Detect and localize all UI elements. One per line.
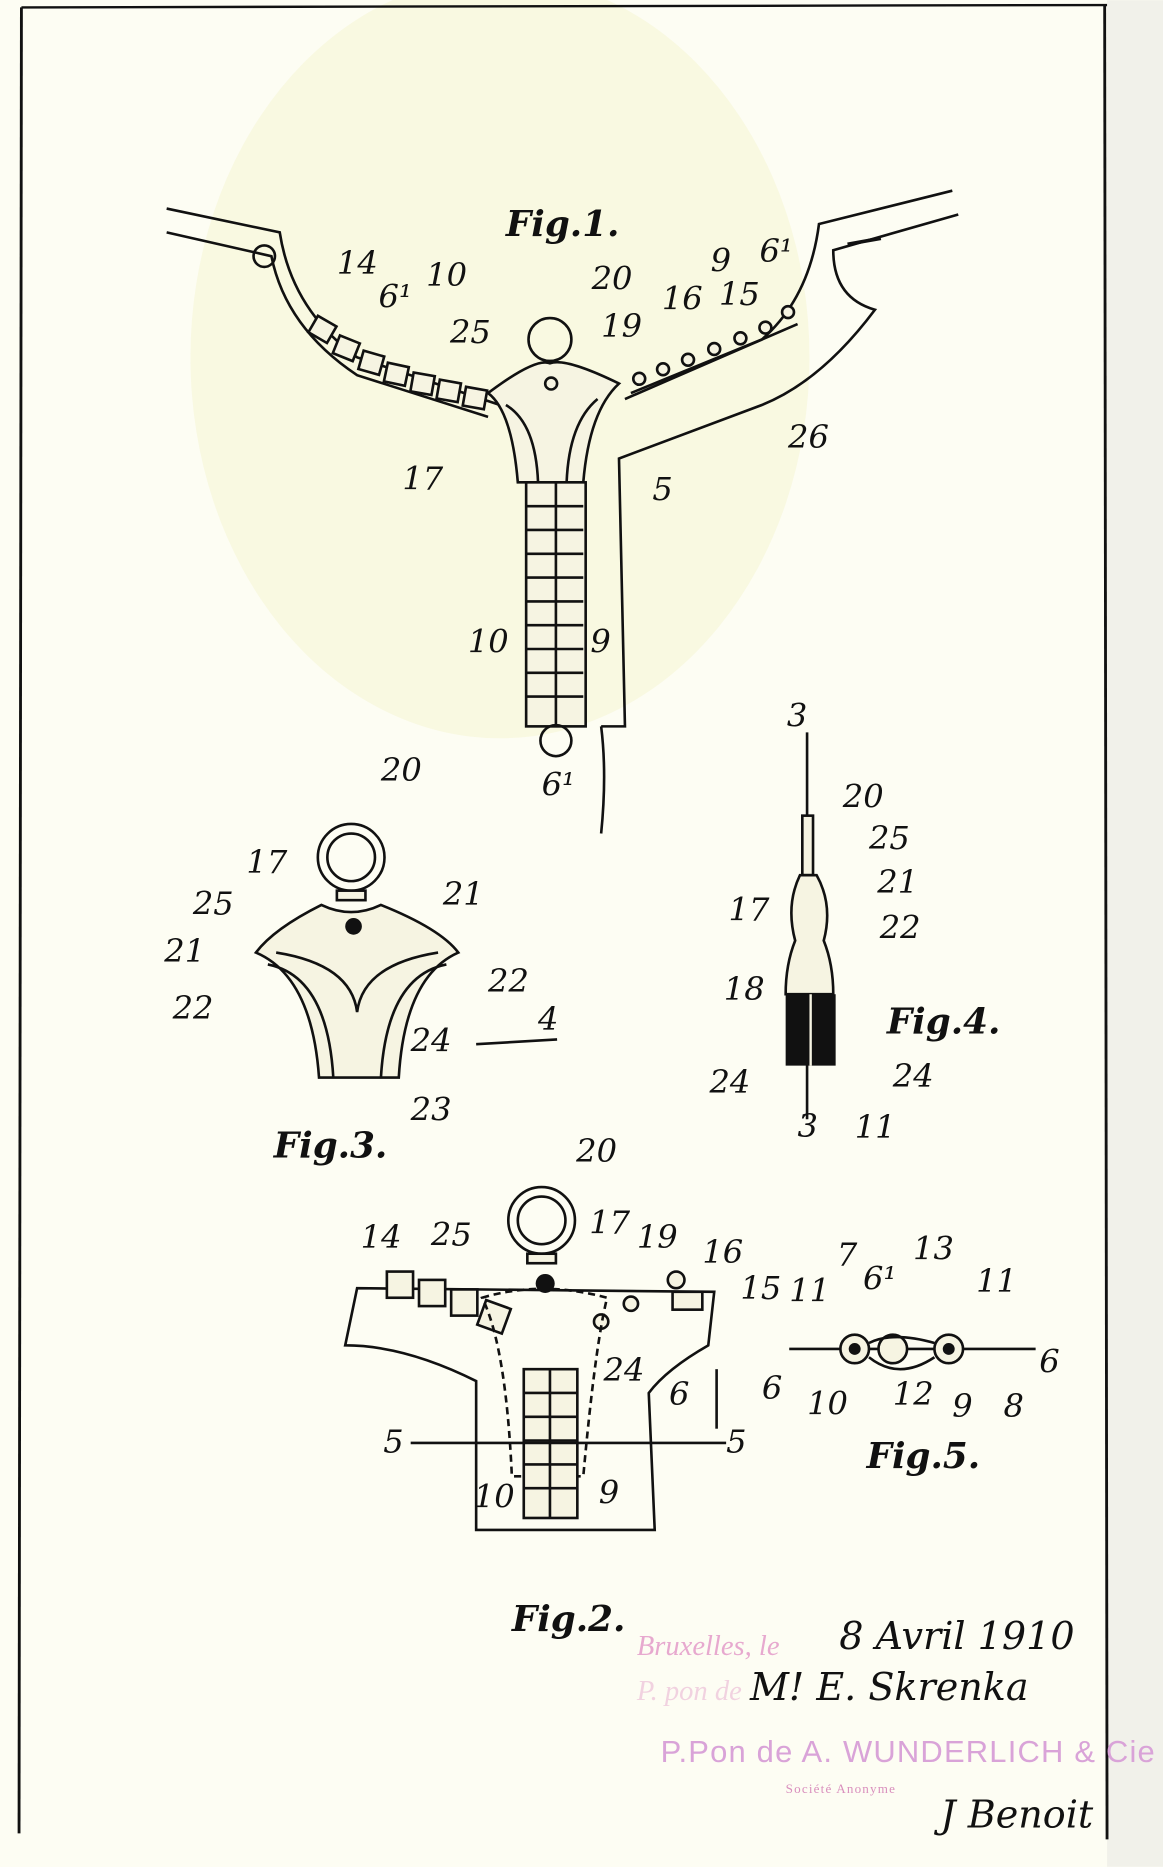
ref-label: 10	[468, 623, 509, 661]
ref-label: 6¹	[759, 232, 792, 270]
ref-label: 17	[589, 1203, 630, 1241]
fig5-reference-labels: 7 13 6¹ 11 11 6 6 10 12 9 8	[762, 1230, 1060, 1425]
ref-label: 10	[474, 1477, 515, 1515]
ref-label: 20	[591, 260, 633, 298]
ref-label: 22	[487, 962, 529, 1000]
ref-label: 19	[601, 307, 642, 345]
ref-label: 6¹	[542, 765, 575, 803]
ref-label: 17	[246, 843, 287, 881]
ref-label: 10	[426, 256, 467, 294]
ref-label: 15	[740, 1269, 781, 1307]
ref-label: 18	[724, 970, 765, 1008]
ref-label: 24	[603, 1351, 645, 1389]
ref-label: 24	[892, 1057, 934, 1095]
fig1-title: Fig.1.	[505, 203, 620, 245]
fig5-title: Fig.5.	[866, 1435, 981, 1477]
ref-label: 5	[726, 1423, 746, 1461]
ref-label: 26	[787, 418, 829, 456]
ref-label: 17	[402, 459, 443, 497]
ref-label: 24	[708, 1063, 750, 1101]
ref-label: 21	[163, 932, 205, 970]
ref-label: 6	[669, 1375, 689, 1413]
signature: J Benoit	[933, 1792, 1094, 1836]
ref-label: 20	[380, 751, 422, 789]
attestation-block: Bruxelles, le 8 Avril 1910 P. pon de M! …	[636, 1614, 1156, 1837]
ref-label: 11	[976, 1262, 1017, 1300]
ref-label: 25	[868, 819, 910, 857]
fig4-title: Fig.4.	[886, 1000, 1001, 1042]
paper-stain	[190, 0, 810, 739]
ref-label: 9	[952, 1387, 972, 1425]
applicant-handwritten: M! E. Skrenka	[749, 1665, 1029, 1709]
ref-label: 3	[798, 1107, 818, 1145]
ref-label: 20	[842, 777, 884, 815]
hook-icon	[847, 236, 882, 247]
figure-2: Fig.2. 20 14 25 17 19 16 15 24 6 5 5 10 …	[343, 1132, 782, 1640]
slider	[485, 316, 622, 484]
fig2-reference-labels: 20 14 25 17 19 16 15 24 6 5 5 10 9	[361, 1132, 782, 1515]
figure-4: Fig.4. 3 20 25 17 21 22 18 24 24 3 11	[708, 696, 1000, 1146]
ref-label: 14	[337, 244, 378, 282]
ref-label: 10	[807, 1384, 848, 1422]
ref-label: 19	[637, 1218, 678, 1256]
fig2-title: Fig.2.	[511, 1598, 626, 1640]
fastener-teeth-right	[592, 1270, 704, 1331]
ref-label: 5	[652, 470, 672, 508]
agent-stamp: P.Pon de A. WUNDERLICH & Cie	[661, 1734, 1156, 1769]
ref-label: 6	[762, 1369, 782, 1407]
ref-label: 20	[575, 1132, 617, 1170]
ref-label: 23	[410, 1090, 452, 1128]
ref-label: 14	[361, 1218, 402, 1256]
ref-label: 16	[702, 1233, 743, 1271]
right-border	[1103, 5, 1109, 1840]
figure-5: Fig.5. 7 13 6¹ 11 11 6 6 10 12 9 8	[762, 1230, 1060, 1477]
garment-band-right	[601, 189, 959, 728]
ref-label: 21	[442, 875, 484, 913]
ref-label: 11	[855, 1108, 896, 1146]
top-border	[21, 3, 1108, 9]
ref-label: 22	[879, 908, 921, 946]
ref-label: 24	[410, 1021, 452, 1059]
ref-label: 13	[913, 1230, 954, 1268]
ref-label: 11	[789, 1271, 830, 1309]
ref-label: 6	[1039, 1343, 1059, 1381]
figure-1: Fig.1. 14 6¹ 10 20 25 19 16 9 15 6¹ 26 1…	[166, 189, 959, 834]
ref-label: 9	[590, 623, 610, 661]
ref-label: 8	[1003, 1387, 1023, 1425]
ref-label: 12	[893, 1375, 934, 1413]
ref-label: 17	[729, 890, 770, 928]
ref-label: 3	[787, 696, 807, 734]
figure-3: Fig.3. 20 17 25 21 21 22 22 4 24 23	[163, 751, 558, 1166]
fig3-reference-labels: 20 17 25 21 21 22 22 4 24 23	[163, 751, 558, 1128]
ref-label: 9	[599, 1474, 619, 1512]
on-behalf-printed: P. pon de	[636, 1676, 742, 1707]
paper-edge	[1107, 0, 1163, 1867]
ref-label: 25	[449, 313, 491, 351]
ref-label: 6¹	[863, 1259, 896, 1297]
ref-label: 22	[172, 989, 214, 1027]
place-date-printed: Bruxelles, le	[637, 1631, 780, 1662]
agent-stamp-sub: Société Anonyme	[786, 1781, 896, 1796]
ref-label: 4	[537, 1000, 558, 1038]
ref-label: 7	[837, 1236, 858, 1274]
ref-label: 25	[192, 884, 234, 922]
ref-label: 15	[719, 275, 760, 313]
ref-label: 6¹	[379, 277, 412, 315]
fig4-reference-labels: 3 20 25 17 21 22 18 24 24 3 11	[708, 696, 933, 1146]
ref-label: 5	[383, 1423, 403, 1461]
ref-label: 9	[711, 242, 731, 280]
fastener-teeth-left	[306, 313, 489, 411]
left-border	[17, 7, 23, 1834]
date-handwritten: 8 Avril 1910	[839, 1614, 1074, 1658]
fig3-title: Fig.3.	[273, 1124, 388, 1166]
fig1-reference-labels: 14 6¹ 10 20 25 19 16 9 15 6¹ 26 17 5 10 …	[337, 232, 829, 803]
fabric-edge	[599, 726, 606, 834]
fastener-teeth-right	[624, 304, 799, 401]
fastener-chain-vertical	[524, 481, 587, 758]
ref-label: 16	[662, 280, 703, 318]
ref-label: 21	[876, 863, 918, 901]
ref-label: 25	[430, 1215, 472, 1253]
button-icon	[252, 244, 277, 269]
